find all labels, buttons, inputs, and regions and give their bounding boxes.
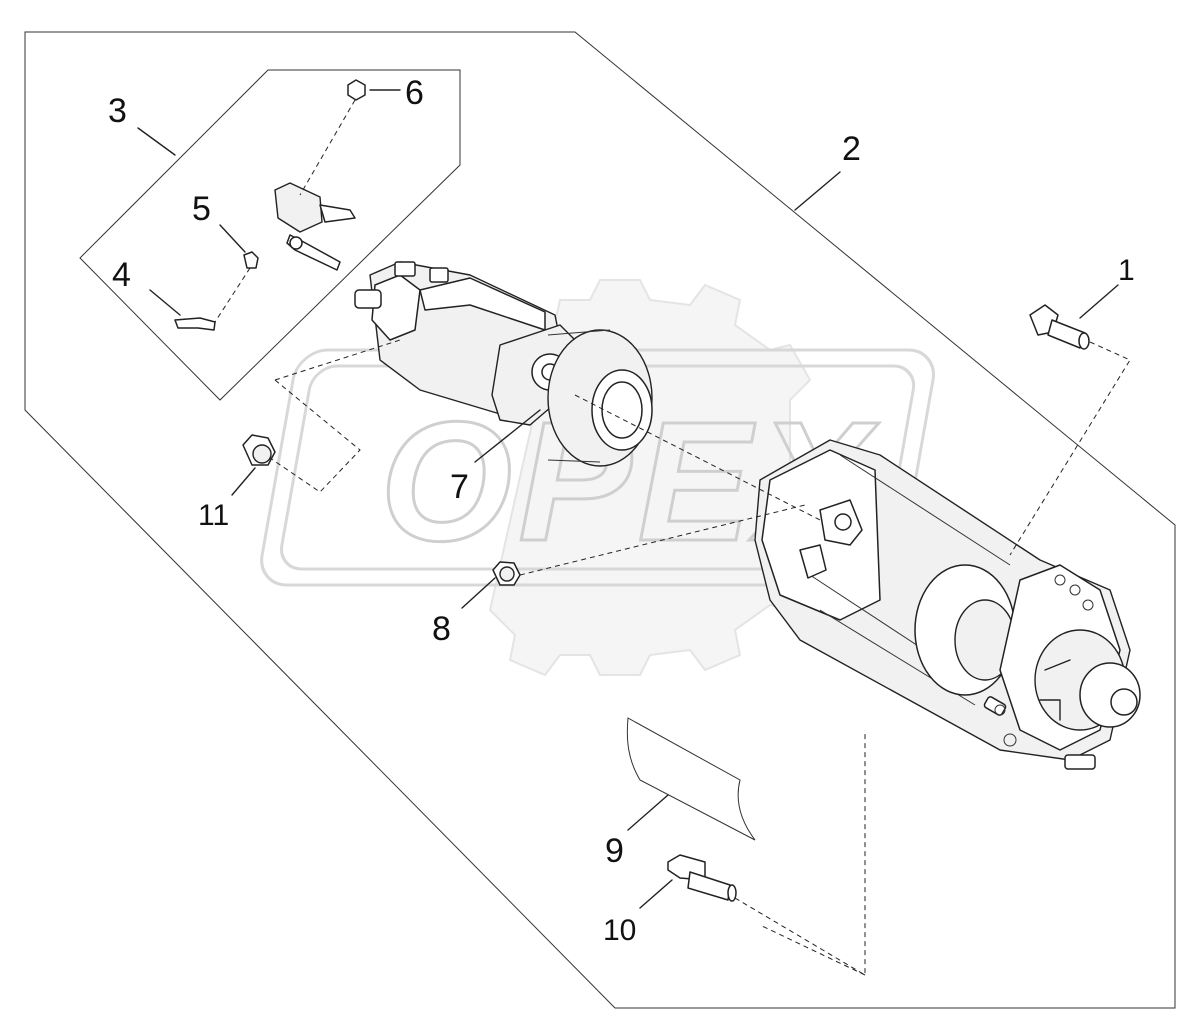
- callout-4: 4: [112, 256, 131, 294]
- callout-1: 1: [1118, 254, 1135, 287]
- leader-2: [794, 171, 841, 211]
- stud-10: [667, 854, 737, 902]
- nut-6: [347, 79, 366, 101]
- callout-9: 9: [605, 832, 624, 870]
- leader-9: [627, 794, 669, 831]
- leader-8: [461, 577, 496, 609]
- solenoid-housing-7: [354, 261, 653, 467]
- bush-5: [243, 251, 259, 269]
- callout-8: 8: [432, 610, 451, 648]
- callout-labels: 1 2 3 4 5 6 7 8 9 10 11: [108, 74, 1135, 947]
- dash-10b: [759, 924, 866, 976]
- callout-11: 11: [198, 499, 229, 532]
- leader-10: [639, 879, 673, 909]
- bolt-1: [1029, 304, 1090, 350]
- leader-3: [137, 127, 176, 156]
- callout-3: 3: [108, 92, 127, 130]
- leader-4: [149, 289, 181, 316]
- callout-7: 7: [450, 468, 469, 506]
- callout-6: 6: [405, 74, 424, 112]
- dash-8: [519, 504, 806, 576]
- callout-5: 5: [192, 190, 211, 228]
- subassembly-outline-3: [79, 69, 461, 401]
- nut-11: [242, 434, 276, 466]
- dash-1: [1009, 341, 1131, 556]
- leader-5: [219, 224, 246, 253]
- assembly-outline-2: [24, 31, 1176, 1009]
- leader-7: [474, 409, 541, 463]
- leader-lines: [137, 89, 1119, 909]
- label-sheet-9: [626, 717, 756, 841]
- dash-5: [214, 267, 251, 323]
- switch-assembly: [274, 182, 356, 271]
- leader-11: [231, 467, 256, 496]
- starter-motor: [754, 439, 1141, 770]
- callout-2: 2: [842, 130, 861, 168]
- leader-1: [1079, 284, 1119, 319]
- bracket-4: [174, 317, 216, 331]
- dash-main-top: [274, 339, 401, 381]
- callout-10: 10: [603, 914, 636, 947]
- dash-6: [299, 99, 356, 196]
- dash-10: [734, 730, 866, 976]
- dash-main-left: [269, 379, 361, 493]
- dash-7: [574, 394, 821, 521]
